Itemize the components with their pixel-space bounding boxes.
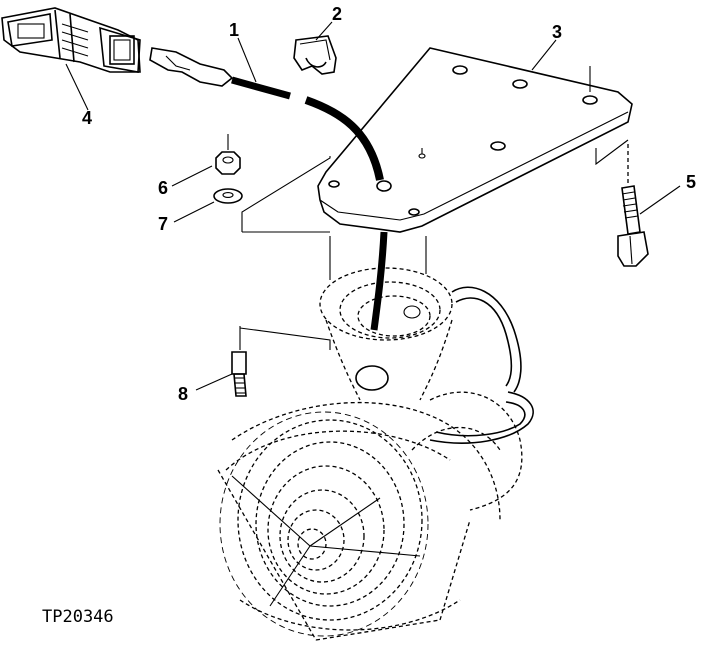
nut-part-6 xyxy=(215,134,241,175)
callout-3: 3 xyxy=(552,22,562,42)
callout-1: 1 xyxy=(229,20,239,40)
connector-part xyxy=(1,7,141,73)
callout-5: 5 xyxy=(686,172,696,192)
callout-7: 7 xyxy=(158,214,168,234)
callout-4: 4 xyxy=(82,108,92,128)
mounting-bracket-part xyxy=(317,47,633,233)
callout-8: 8 xyxy=(178,384,188,404)
cap-screw-part-8 xyxy=(231,326,247,397)
clip-part xyxy=(293,35,337,75)
assembly-lines xyxy=(239,139,629,350)
figure-id-label: TP20346 xyxy=(42,607,114,627)
callout-6: 6 xyxy=(158,178,168,198)
cap-screw-part-5 xyxy=(617,144,649,267)
leader-lines xyxy=(65,21,681,391)
horn-body-phantom xyxy=(217,267,523,641)
washer-part-7 xyxy=(213,188,243,204)
horn-strap xyxy=(429,286,534,444)
terminal-and-wire xyxy=(149,47,388,331)
callout-2: 2 xyxy=(332,4,342,24)
